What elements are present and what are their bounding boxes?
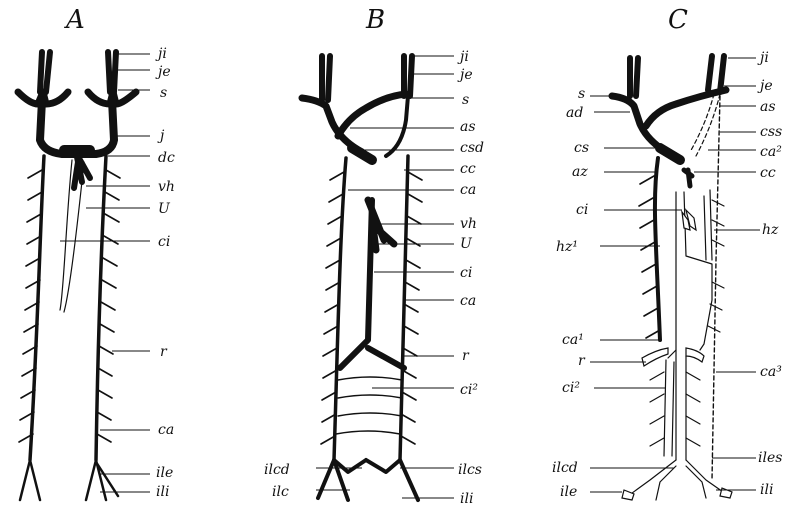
label-c-css: css	[760, 124, 782, 140]
label-c-as: as	[760, 99, 776, 115]
label-c-hz: hz	[762, 222, 779, 238]
label-b-as: as	[460, 119, 476, 135]
label-b-ji: ji	[457, 49, 469, 65]
label-c-ca3: ca³	[760, 364, 782, 380]
label-b-csd: csd	[460, 140, 484, 156]
label-c-ad: ad	[566, 105, 583, 121]
label-c-r: r	[578, 353, 586, 369]
label-c-ci: ci	[576, 202, 588, 218]
label-c-iles: iles	[758, 450, 782, 466]
label-b-ca-2: ca	[460, 293, 476, 309]
label-a-dc: dc	[158, 150, 175, 166]
label-b-je: je	[457, 67, 473, 83]
label-b-vh: vh	[460, 216, 477, 232]
label-a-vh: vh	[158, 179, 175, 195]
label-b-ci2: ci²	[460, 382, 478, 398]
label-c-ca1: ca¹	[562, 332, 584, 348]
label-c-cs: cs	[574, 140, 589, 156]
label-c-ilcd: ilcd	[552, 460, 578, 476]
label-b-ilcd: ilcd	[264, 462, 290, 478]
label-a-u: U	[158, 201, 171, 217]
label-c-je: je	[757, 78, 773, 94]
label-b-r: r	[462, 348, 470, 364]
panel-a: A ji je s j dc vh U ci r ca	[18, 5, 175, 500]
panel-b: B ji je s as csd cc ca vh U ci	[264, 5, 484, 507]
label-b-ili: ili	[460, 491, 473, 507]
label-b-ci: ci	[460, 265, 472, 281]
label-a-ci: ci	[158, 234, 170, 250]
label-b-s: s	[462, 92, 469, 108]
label-a-ili: ili	[156, 484, 169, 500]
panel-b-title: B	[365, 5, 385, 35]
label-a-s: s	[160, 85, 167, 101]
label-b-ilc: ilc	[272, 484, 289, 500]
label-c-s: s	[578, 86, 585, 102]
panel-c-title: C	[668, 5, 688, 35]
label-c-ci2: ci²	[562, 380, 580, 396]
label-a-je: je	[155, 64, 171, 80]
label-c-ca2: ca²	[760, 144, 782, 160]
panel-a-title: A	[64, 5, 85, 35]
label-c-az: az	[572, 164, 588, 180]
label-c-hz1: hz¹	[556, 239, 578, 255]
label-a-j: j	[157, 128, 165, 144]
label-c-ili: ili	[760, 482, 773, 498]
label-b-ilcs: ilcs	[458, 462, 482, 478]
label-b-u: U	[460, 236, 473, 252]
label-a-ca: ca	[158, 422, 174, 438]
label-a-r: r	[160, 344, 168, 360]
label-a-ji: ji	[155, 46, 167, 62]
label-a-ile: ile	[156, 465, 173, 481]
label-c-cc: cc	[760, 165, 776, 181]
label-c-ile: ile	[560, 484, 577, 500]
label-b-cc: cc	[460, 161, 476, 177]
label-c-ji: ji	[757, 50, 769, 66]
panel-c: C	[552, 5, 782, 500]
label-b-ca: ca	[460, 182, 476, 198]
